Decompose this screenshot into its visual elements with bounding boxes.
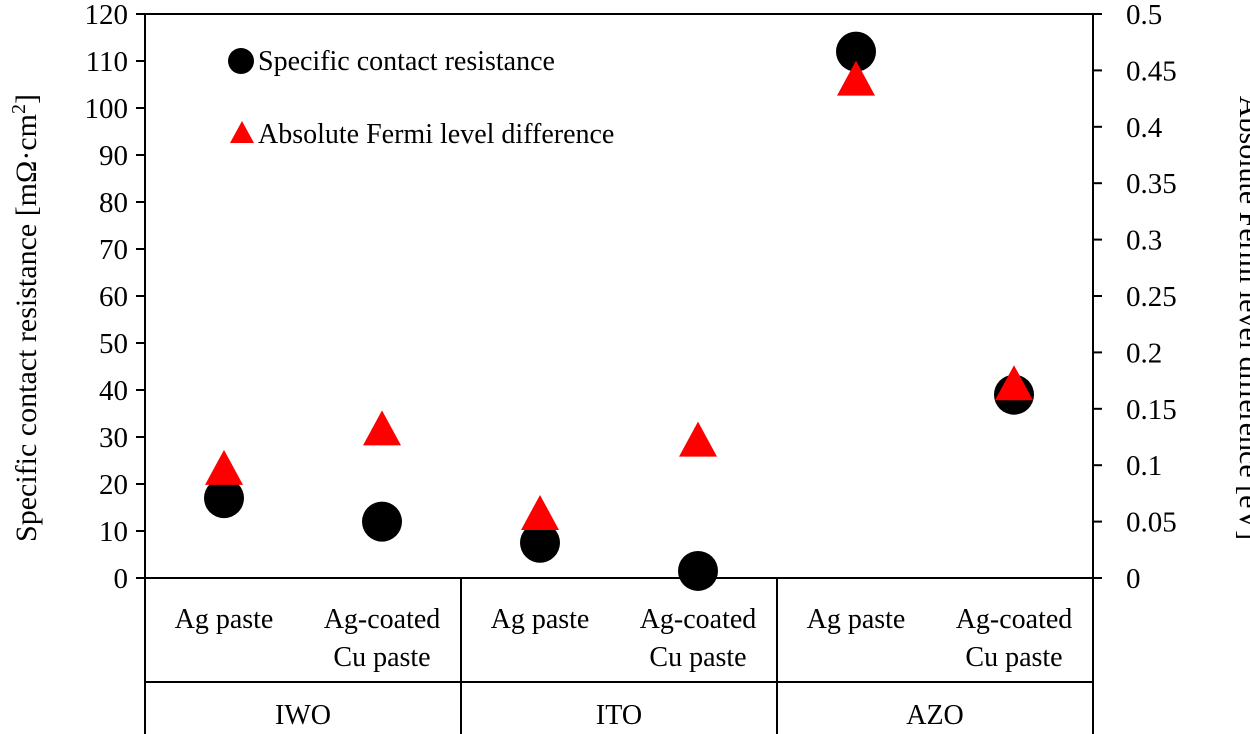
left-tick-label: 120 xyxy=(85,0,129,31)
fermi-point xyxy=(837,60,875,96)
left-tick-label: 50 xyxy=(99,328,128,360)
category-label: Ag paste xyxy=(175,604,274,635)
left-tick-label: 110 xyxy=(86,46,128,78)
right-tick-label: 0.2 xyxy=(1126,337,1162,369)
group-label: ITO xyxy=(596,700,642,731)
fermi-point xyxy=(995,365,1033,401)
resistance-point xyxy=(678,550,718,591)
group-labels: IWO ITO AZO xyxy=(275,700,964,731)
data-markers xyxy=(204,31,1034,591)
category-label: Ag-coated xyxy=(640,604,757,635)
resistance-point xyxy=(204,478,244,519)
category-label: Cu paste xyxy=(649,642,746,673)
category-label: Ag-coated xyxy=(324,604,441,635)
fermi-point xyxy=(205,449,243,485)
fermi-point xyxy=(679,421,717,457)
category-label: Ag paste xyxy=(807,604,906,635)
y-axis-left-label: Specific contact resistance [mΩ·cm2] xyxy=(8,94,43,542)
right-tick-label: 0.5 xyxy=(1126,0,1162,31)
left-tick-label: 60 xyxy=(99,281,128,313)
left-tick-label: 40 xyxy=(99,375,128,407)
left-tick-label: 80 xyxy=(99,187,128,219)
right-tick-label: 0.35 xyxy=(1126,168,1177,200)
y-axis-right-label: Absolute Fermi level difference [eV] xyxy=(1233,96,1250,540)
right-tick-label: 0.3 xyxy=(1126,225,1162,257)
left-tick-label: 0 xyxy=(114,563,129,595)
plot-frame xyxy=(144,13,1094,579)
category-labels: Ag paste Ag-coated Cu paste Ag paste Ag-coat… xyxy=(175,604,1073,673)
right-tick-label: 0.4 xyxy=(1126,112,1163,144)
group-label: AZO xyxy=(906,700,964,731)
legend: Specific contact resistance Absolute Fer… xyxy=(228,46,614,150)
right-tick-label: 0 xyxy=(1126,563,1141,595)
right-tick-label: 0.15 xyxy=(1126,394,1177,426)
right-tick-label: 0.1 xyxy=(1126,450,1162,482)
right-tick-label: 0.25 xyxy=(1126,281,1177,313)
left-tick-label: 100 xyxy=(85,93,129,125)
left-axis-ticks: 0 10 20 30 40 50 60 70 80 90 100 110 120 xyxy=(85,0,145,595)
right-tick-label: 0.45 xyxy=(1126,55,1177,87)
left-tick-label: 90 xyxy=(99,140,128,172)
fermi-point xyxy=(521,494,559,530)
category-label: Cu paste xyxy=(965,642,1062,673)
left-tick-label: 30 xyxy=(99,422,128,454)
resistance-point xyxy=(362,501,402,542)
left-tick-label: 10 xyxy=(99,516,128,548)
left-tick-label: 70 xyxy=(99,234,128,266)
category-label: Cu paste xyxy=(333,642,430,673)
right-tick-label: 0.05 xyxy=(1126,507,1177,539)
left-tick-label: 20 xyxy=(99,469,128,501)
legend-triangle-marker xyxy=(230,121,254,143)
group-label: IWO xyxy=(275,700,331,731)
right-axis-ticks: 0 0.05 0.1 0.15 0.2 0.25 0.3 0.35 0.4 0.45 0.5 xyxy=(1093,0,1177,595)
resistance-point xyxy=(520,522,560,563)
category-label: Ag paste xyxy=(491,604,590,635)
resistance-point xyxy=(836,31,876,72)
legend-label-resistance: Specific contact resistance xyxy=(258,46,555,77)
legend-circle-marker xyxy=(228,48,254,74)
category-label: Ag-coated xyxy=(956,604,1073,635)
legend-label-fermi: Absolute Fermi level difference xyxy=(258,119,614,150)
fermi-point xyxy=(363,410,401,446)
